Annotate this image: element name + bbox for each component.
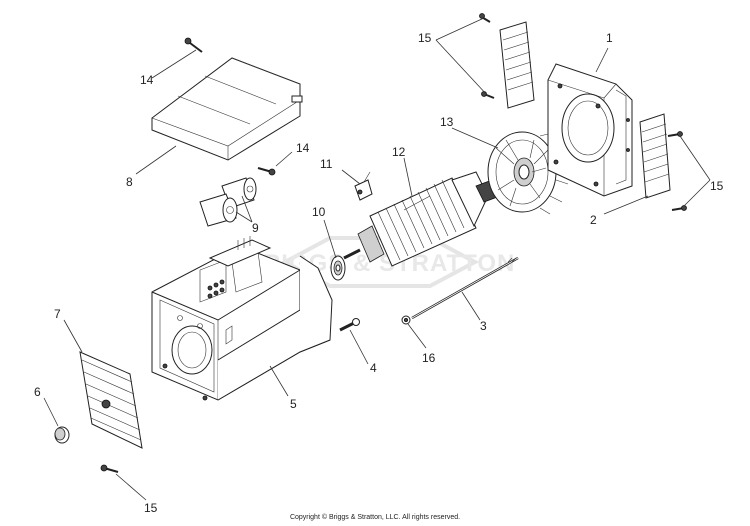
- part-screw-14-top: [184, 37, 203, 53]
- part-through-bolt: [411, 256, 519, 320]
- part-screw-14-bottom: [257, 167, 276, 176]
- callout-14-bottom: 14: [296, 141, 310, 155]
- part-stud-4: [339, 318, 360, 332]
- part-front-frame: [547, 63, 633, 197]
- leader-lines: [43, 17, 711, 501]
- callout-11: 11: [320, 157, 333, 171]
- part-housing: [151, 236, 333, 401]
- part-knob: [54, 426, 70, 444]
- callout-14-top: 14: [140, 73, 154, 87]
- callout-13: 13: [440, 115, 454, 129]
- callout-12: 12: [392, 145, 406, 159]
- callout-9: 9: [252, 221, 259, 235]
- part-top-cover: [151, 57, 303, 161]
- part-vent-grille-top: [499, 21, 535, 109]
- part-screw-15-side-b: [671, 205, 687, 211]
- part-screw-15-bottom: [100, 464, 119, 473]
- part-screw-15-top-b: [481, 91, 495, 99]
- callout-6: 6: [34, 385, 41, 399]
- part-screw-15-top-a: [479, 13, 491, 23]
- callout-15-bottom: 15: [144, 501, 158, 515]
- callout-3: 3: [480, 319, 487, 333]
- callout-15-right: 15: [710, 179, 724, 193]
- callout-10: 10: [312, 205, 326, 219]
- callout-16: 16: [422, 351, 436, 365]
- part-vent-grille-side: [639, 113, 671, 199]
- copyright-notice: Copyright © Briggs & Stratton, LLC. All …: [289, 514, 461, 521]
- part-screw-15-side-a: [667, 131, 683, 137]
- part-end-panel: [79, 351, 143, 449]
- part-nut-16: [401, 315, 411, 325]
- part-brush: [354, 171, 373, 201]
- callout-5: 5: [290, 397, 297, 411]
- part-capacitors: [199, 177, 257, 227]
- callout-4: 4: [370, 361, 377, 375]
- callout-15-top: 15: [418, 31, 432, 45]
- callout-2: 2: [590, 213, 597, 227]
- callout-numbers: 14 14 8 9 10 11 12 13 1 15 15 2 3 16 4 5…: [34, 31, 724, 515]
- part-bearing: [330, 255, 346, 281]
- callout-8: 8: [126, 175, 133, 189]
- callout-1: 1: [606, 31, 613, 45]
- part-fan: [487, 131, 570, 215]
- callout-7: 7: [54, 307, 61, 321]
